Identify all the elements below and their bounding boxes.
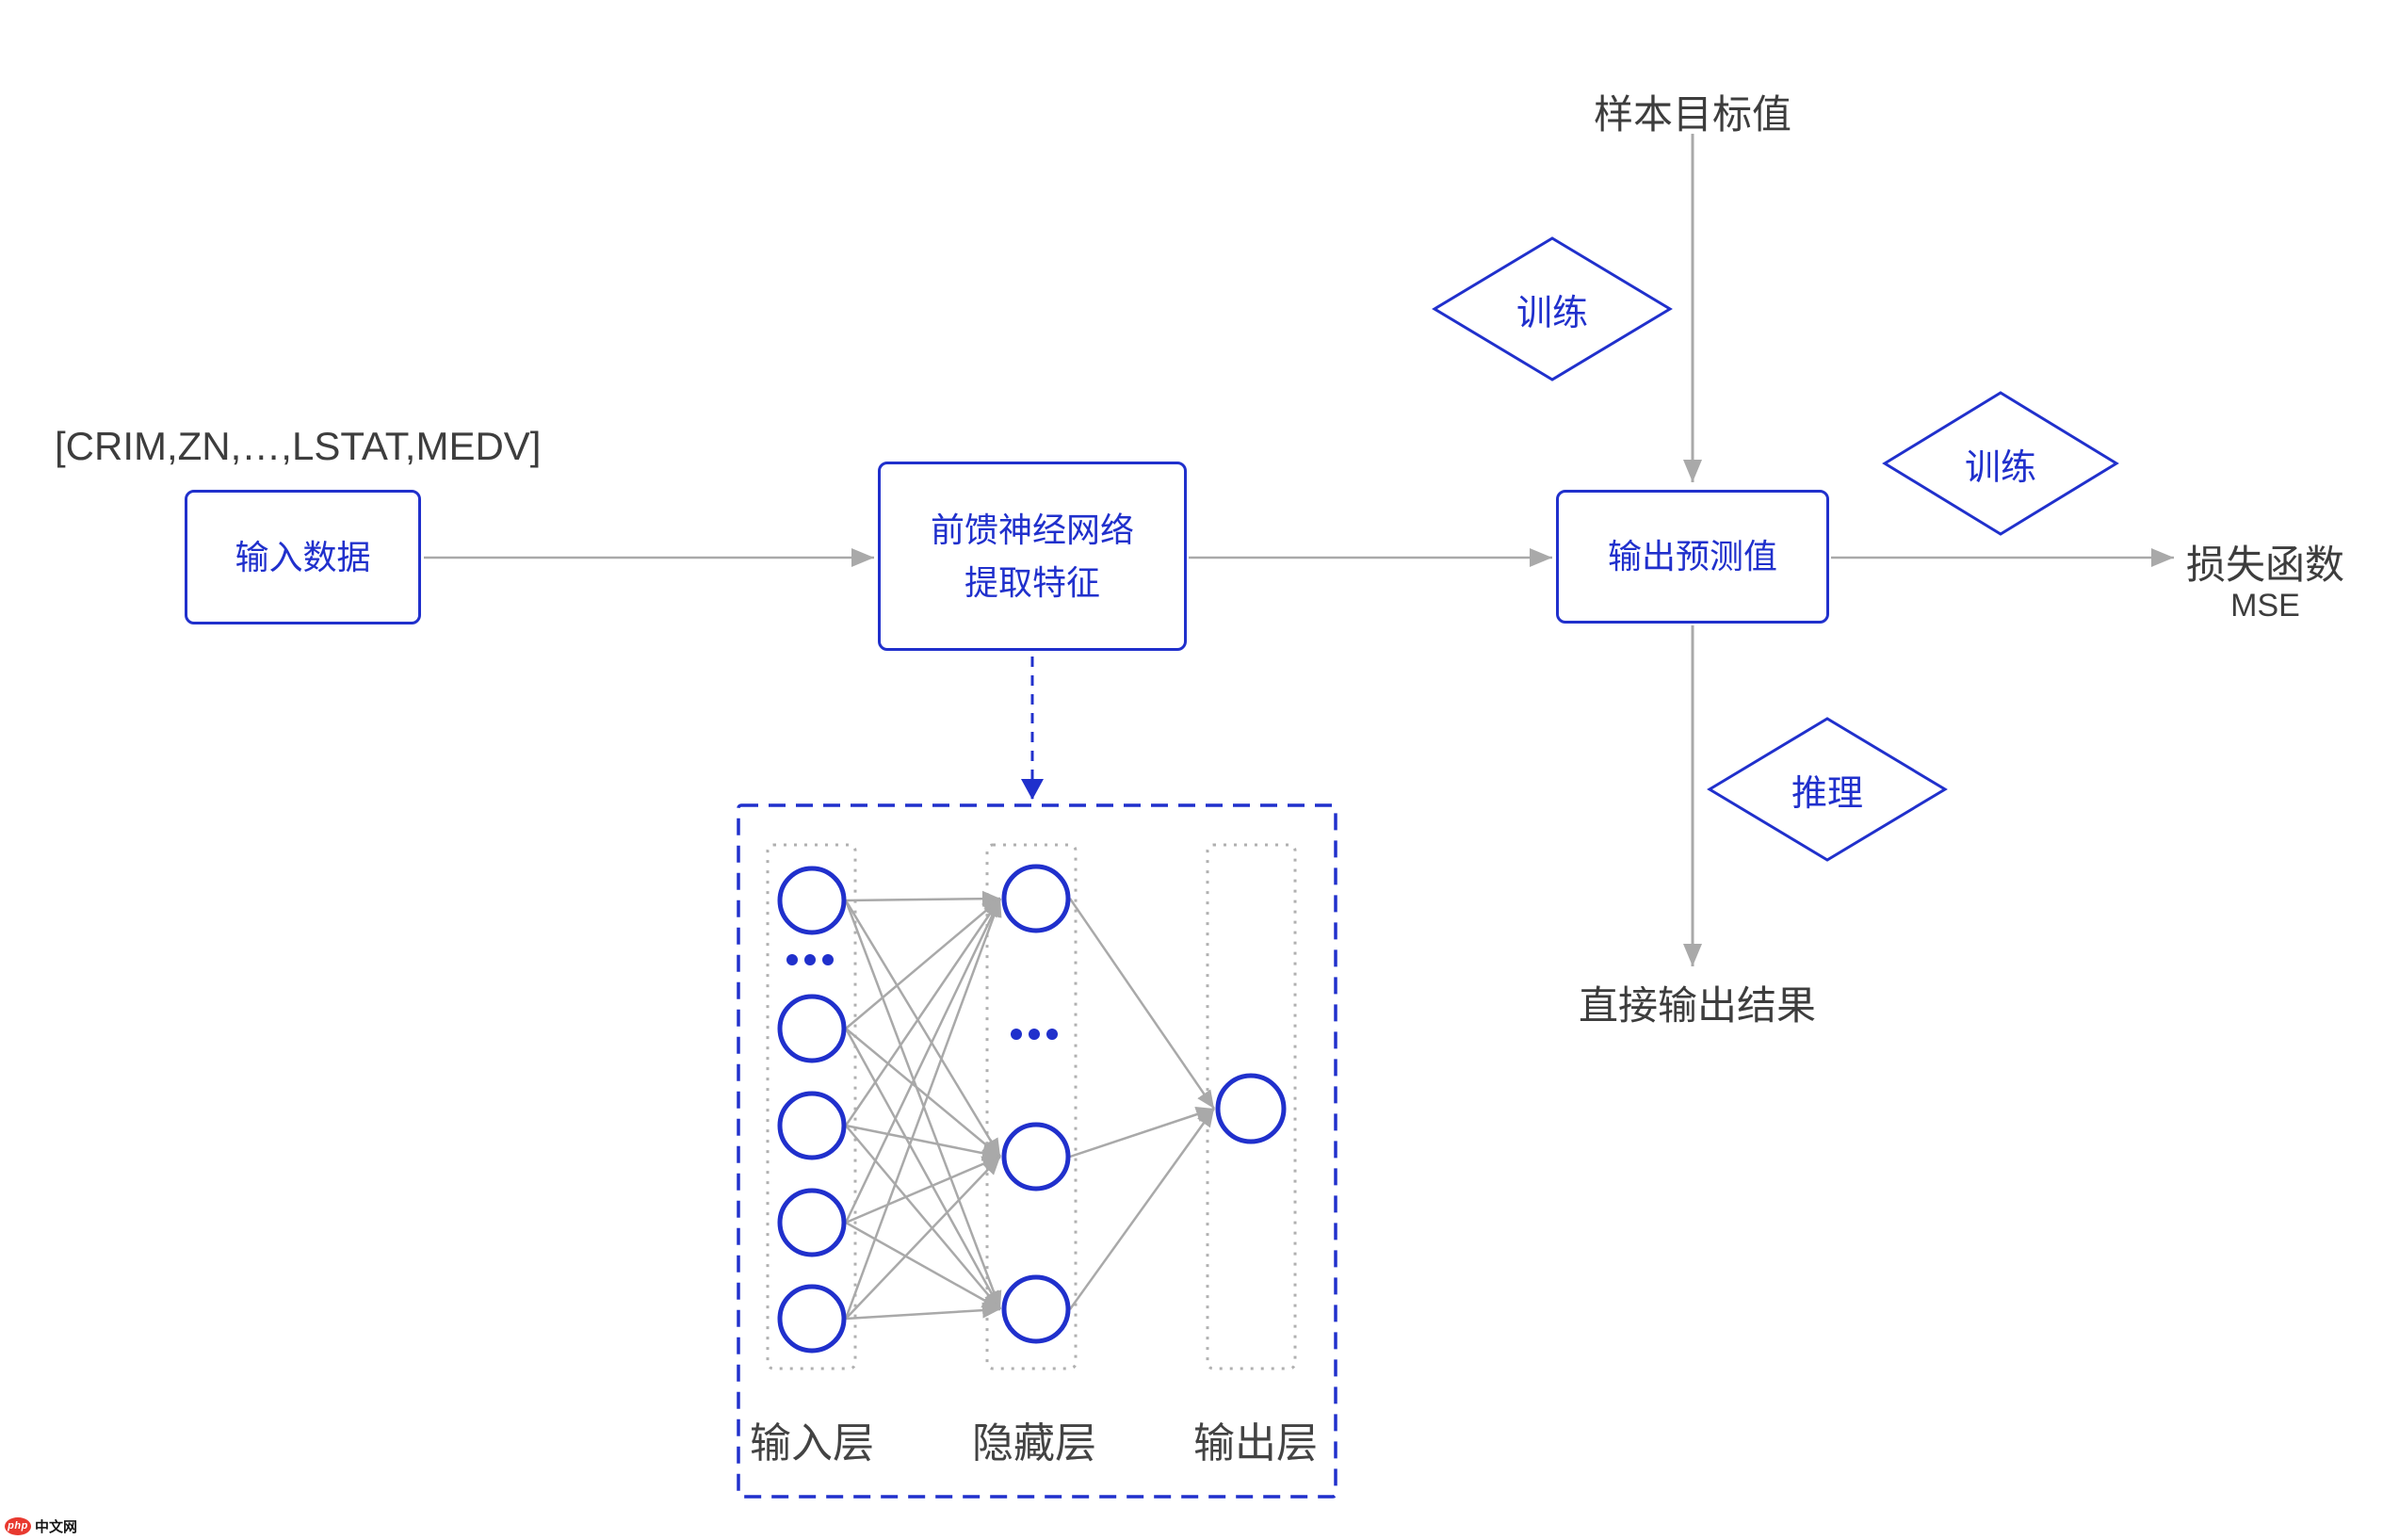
loss-function-label: 损失函数	[2185, 543, 2344, 587]
direct-output-label: 直接输出结果	[1578, 983, 1816, 1028]
output-prediction-box: 输出预测值	[1556, 490, 1829, 624]
neuron-node	[777, 1091, 847, 1160]
connection-line	[845, 1302, 1001, 1321]
ffn-box: 前馈神经网络 提取特征	[878, 462, 1187, 651]
neuron-node	[777, 994, 847, 1063]
train-diamond-right-label: 训练	[1964, 447, 2036, 488]
hidden-layer-rect	[985, 843, 1078, 1370]
neural-network-group	[766, 843, 1297, 1370]
input-data-box-label: 输入数据	[235, 537, 371, 576]
connection-line	[845, 890, 1001, 907]
output-prediction-box-label: 输出预测值	[1607, 537, 1777, 576]
output-layer-label: 输出层	[1193, 1420, 1318, 1467]
connection-line	[845, 1028, 1001, 1158]
neuron-node	[1001, 1274, 1071, 1344]
connection-line	[844, 898, 1002, 1320]
train-diamond-top-shape	[1432, 236, 1673, 381]
hidden-layer-label: 隐藏层	[972, 1420, 1096, 1467]
inference-diamond-shape	[1707, 717, 1948, 862]
site-watermark-text: 中文网	[35, 1518, 78, 1535]
connection-line	[844, 898, 1002, 1224]
site-watermark: php 中文网	[5, 1516, 77, 1536]
ellipsis-dot	[1011, 1029, 1022, 1040]
connection-line	[845, 1156, 1001, 1320]
neuron-node	[777, 866, 847, 935]
connection-line	[1068, 898, 1216, 1110]
ellipsis-dot	[786, 954, 798, 965]
neuron-node	[1215, 1073, 1287, 1144]
ffn-box-line1: 前馈神经网络	[930, 510, 1134, 549]
feature-vector-label: [CRIM,ZN,…,LSTAT,MEDV]	[55, 424, 542, 468]
ellipsis-dot	[1046, 1029, 1058, 1040]
sample-target-label: 样本目标值	[1593, 92, 1791, 137]
ellipsis-dot	[822, 954, 834, 965]
connection-line	[845, 1221, 1001, 1311]
connection-line	[844, 898, 1002, 1127]
connection-line	[845, 898, 1001, 1029]
connection-line	[1068, 1108, 1216, 1310]
neuron-node	[1001, 1122, 1071, 1191]
ffn-box-line2: 提取特征	[964, 562, 1100, 602]
ellipsis-dot	[1029, 1029, 1040, 1040]
connection-line	[844, 900, 1002, 1310]
input-layer-label: 输入层	[750, 1420, 874, 1467]
input-layer-rect	[766, 843, 857, 1370]
ellipsis-dot	[804, 954, 816, 965]
neuron-node	[1001, 864, 1071, 933]
inference-diamond-label: 推理	[1791, 773, 1863, 814]
connection-line	[844, 1028, 1002, 1310]
train-diamond-right-shape	[1882, 391, 2119, 536]
php-logo-icon: php	[5, 1516, 31, 1535]
connection-line	[845, 1124, 1001, 1161]
loss-metric-label: MSE	[2230, 588, 2300, 624]
input-data-box: 输入数据	[185, 490, 421, 624]
connection-line	[844, 900, 1002, 1158]
connection-line	[845, 1155, 1001, 1224]
connection-line	[845, 1125, 1001, 1310]
output-layer-rect	[1206, 843, 1297, 1370]
neuron-node	[777, 1284, 847, 1354]
connection-line	[1069, 1106, 1215, 1159]
train-diamond-top-label: 训练	[1516, 293, 1588, 333]
neuron-node	[777, 1188, 847, 1257]
